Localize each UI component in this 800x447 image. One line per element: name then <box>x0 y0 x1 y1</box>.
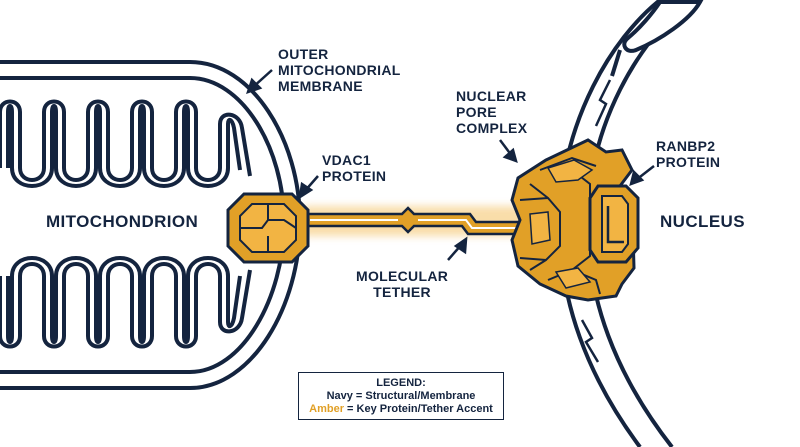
molecular-tether <box>296 206 548 236</box>
outer-membrane-label: OUTER MITOCHONDRIAL MEMBRANE <box>278 46 401 94</box>
nuclear-pore-label: NUCLEAR PORE COMPLEX <box>456 88 528 136</box>
legend-box: LEGEND: Navy = Structural/Membrane Amber… <box>298 372 504 420</box>
mitochondrion-label: MITOCHONDRION <box>46 212 199 231</box>
legend-amber-key: Amber <box>309 403 344 415</box>
legend-amber-desc: = Key Protein/Tether Accent <box>343 403 493 415</box>
arrow-nuclear-pore <box>499 139 518 163</box>
legend-navy-key: Navy <box>326 390 353 402</box>
membrane-fragment <box>610 0 704 77</box>
arrow-outer-membrane <box>246 69 273 94</box>
arrow-ranbp2 <box>629 165 655 186</box>
tether-label: MOLECULAR TETHER <box>356 268 449 300</box>
ranbp2-protein <box>588 184 640 264</box>
inner-membrane-cristae-bottom <box>0 262 252 349</box>
nucleus-label: NUCLEUS <box>660 212 745 231</box>
legend-amber-row: Amber = Key Protein/Tether Accent <box>299 403 503 416</box>
vdac1-protein <box>226 192 310 264</box>
legend-navy-desc: = Structural/Membrane <box>352 390 476 402</box>
vdac1-label: VDAC1 PROTEIN <box>322 152 387 184</box>
arrow-vdac1 <box>298 175 319 200</box>
arrow-tether <box>447 236 468 261</box>
inner-membrane-cristae-top <box>0 99 252 182</box>
legend-navy-row: Navy = Structural/Membrane <box>299 390 503 403</box>
inner-membrane-cristae-bottom-inner <box>6 256 242 344</box>
inner-membrane-cristae-top-inner <box>6 104 242 188</box>
legend-title: LEGEND: <box>376 377 426 389</box>
ranbp2-label: RANBP2 PROTEIN <box>656 138 721 170</box>
nuclear-envelope-lumen-lines <box>580 79 612 363</box>
pointer-arrows <box>246 69 655 261</box>
